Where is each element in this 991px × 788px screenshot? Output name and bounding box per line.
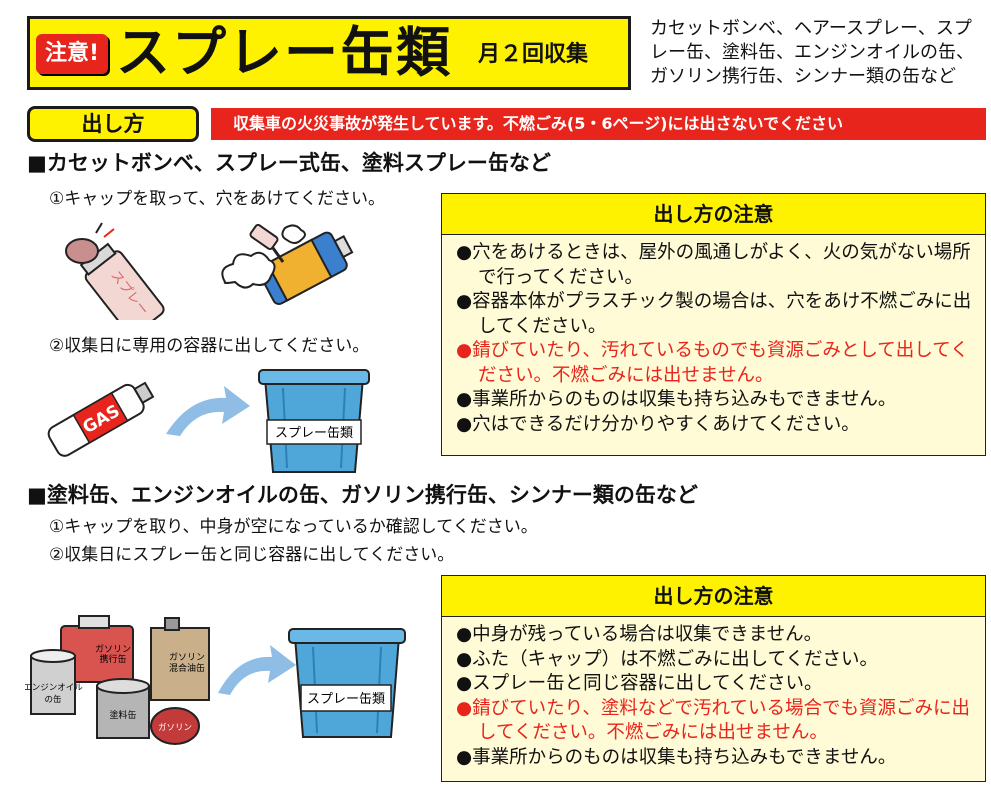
section2-heading: ■塗料缶、エンジンオイルの缶、ガソリン携行缶、シンナー類の缶など (27, 483, 698, 507)
gas-tank-label-1: ガソリン (95, 644, 131, 655)
mix-can-label-2: 混合油缶 (169, 662, 205, 674)
notes-box-1: 出し方の注意 穴をあけるときは、屋外の風通しがよく、火の気がない場所で行ってくだ… (441, 193, 986, 456)
spray-can-illustration: スプレー (65, 222, 165, 320)
notes-2-item: 事業所からのものは収集も持ち込みもできません。 (456, 746, 973, 771)
notes-2-list: 中身が残っている場合は収集できません。 ふた（キャップ）は不燃ごみに出してくださ… (442, 617, 985, 770)
oil-can-label-2: の缶 (44, 694, 61, 705)
notes-1-item: 穴はできるだけ分かりやすくあけてください。 (456, 413, 973, 438)
notes-1-item: 穴をあけるときは、屋外の風通しがよく、火の気がない場所で行ってください。 (456, 241, 973, 290)
how-to-dispose-label: 出し方 (27, 106, 199, 142)
notes-1-item: 事業所からのものは収集も持ち込みもできません。 (456, 388, 973, 413)
notes-2-item: 中身が残っている場合は収集できません。 (456, 623, 973, 648)
fire-warning-banner: 収集車の火災事故が発生しています。不燃ごみ(5・6ページ)には出さないでください (211, 108, 986, 140)
notes-2-item-warning: 錆びていたり、塗料などで汚れている場合でも資源ごみに出してください。不燃ごみには… (456, 697, 973, 746)
section1-step1: ①キャップを取って、穴をあけてください。 (49, 189, 386, 209)
section2-step2: ②収集日にスプレー缶と同じ容器に出してください。 (49, 545, 455, 565)
section1-heading: ■カセットボンベ、スプレー式缶、塗料スプレー缶など (27, 151, 551, 175)
container-1-label: スプレー缶類 (275, 426, 353, 441)
assorted-cans-illustration: ガソリン 携行缶 ガソリン 混合油缶 エンジンオイル の缶 塗料缶 ガソリン (25, 615, 210, 745)
page-title: スプレー缶類 (116, 21, 452, 84)
section2-step1: ①キャップを取り、中身が空になっているか確認してください。 (49, 517, 538, 537)
notes-1-item-warning: 錆びていたり、汚れているものでも資源ごみとして出してください。不燃ごみには出せま… (456, 339, 973, 388)
notes-1-list: 穴をあけるときは、屋外の風通しがよく、火の気がない場所で行ってください。 容器本… (442, 235, 985, 437)
notes-1-item: 容器本体がプラスチック製の場合は、穴をあけ不燃ごみに出してください。 (456, 290, 973, 339)
notes-box-2: 出し方の注意 中身が残っている場合は収集できません。 ふた（キャップ）は不燃ごみ… (441, 575, 986, 782)
collection-frequency: 月２回収集 (478, 42, 589, 67)
gas-cartridge-illustration: GAS (47, 381, 155, 457)
small-gas-can-label: ガソリン (158, 722, 192, 733)
collection-container-2: スプレー缶類 (288, 628, 406, 738)
caution-badge: 注意! (36, 34, 108, 74)
gas-tank-label-2: 携行缶 (99, 653, 126, 665)
target-items: カセットボンベ、ヘアースプレー、スプレー缶、塗料缶、エンジンオイルの缶、ガソリン… (650, 18, 974, 87)
section1-step2: ②収集日に専用の容器に出してください。 (49, 336, 370, 356)
mix-can-label-1: ガソリン (169, 652, 205, 663)
container-2-label: スプレー缶類 (307, 692, 385, 707)
notes-1-title: 出し方の注意 (442, 194, 985, 235)
arrow-icon (166, 386, 250, 436)
notes-2-title: 出し方の注意 (442, 576, 985, 617)
oil-can-label-1: エンジンオイル (25, 683, 83, 693)
puncture-can-illustration (221, 223, 354, 305)
paint-can-label: 塗料缶 (109, 709, 136, 721)
notes-2-item: スプレー缶と同じ容器に出してください。 (456, 672, 973, 697)
notes-2-item: ふた（キャップ）は不燃ごみに出してください。 (456, 648, 973, 673)
arrow-icon (218, 645, 296, 695)
collection-container-1: スプレー缶類 (258, 369, 370, 473)
title-box (27, 16, 631, 90)
